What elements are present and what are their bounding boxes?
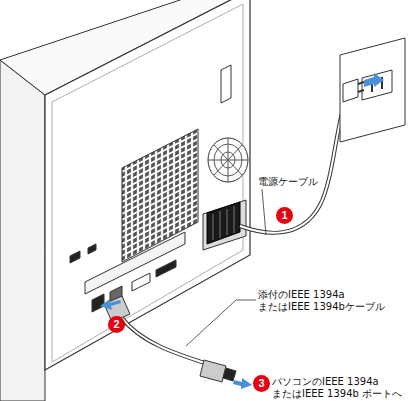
port-label: パソコンのIEEE 1394a またはIEEE 1394b ポートへ — [272, 376, 418, 400]
panel-inset — [52, 4, 243, 362]
insert-arrow — [233, 378, 252, 389]
vent-grid — [122, 129, 198, 262]
case-side — [0, 60, 45, 401]
power-cable-core — [240, 92, 348, 233]
leader-line — [186, 300, 256, 346]
wall-outlet — [340, 38, 405, 142]
cable-label: 添付のIEEE 1394a またはIEEE 1394bケーブル — [258, 289, 396, 313]
firewire-plug — [200, 360, 236, 382]
power-inlet — [203, 200, 246, 250]
fan — [208, 138, 248, 182]
wall-plug — [343, 79, 364, 102]
firewire-cable — [122, 318, 208, 364]
callout-number: 2 — [108, 316, 125, 333]
insert-arrow — [364, 73, 384, 87]
cable-label: 電源ケーブル — [258, 176, 348, 188]
power-cable — [240, 92, 348, 233]
callout-number: 3 — [253, 375, 270, 392]
callout-number: 1 — [276, 207, 293, 224]
leader-line — [262, 189, 266, 235]
port-panel — [70, 232, 185, 312]
rear-panel — [45, 0, 250, 370]
slot — [221, 65, 231, 103]
firewire-cable-core — [122, 318, 208, 364]
insert-arrow — [100, 299, 121, 310]
